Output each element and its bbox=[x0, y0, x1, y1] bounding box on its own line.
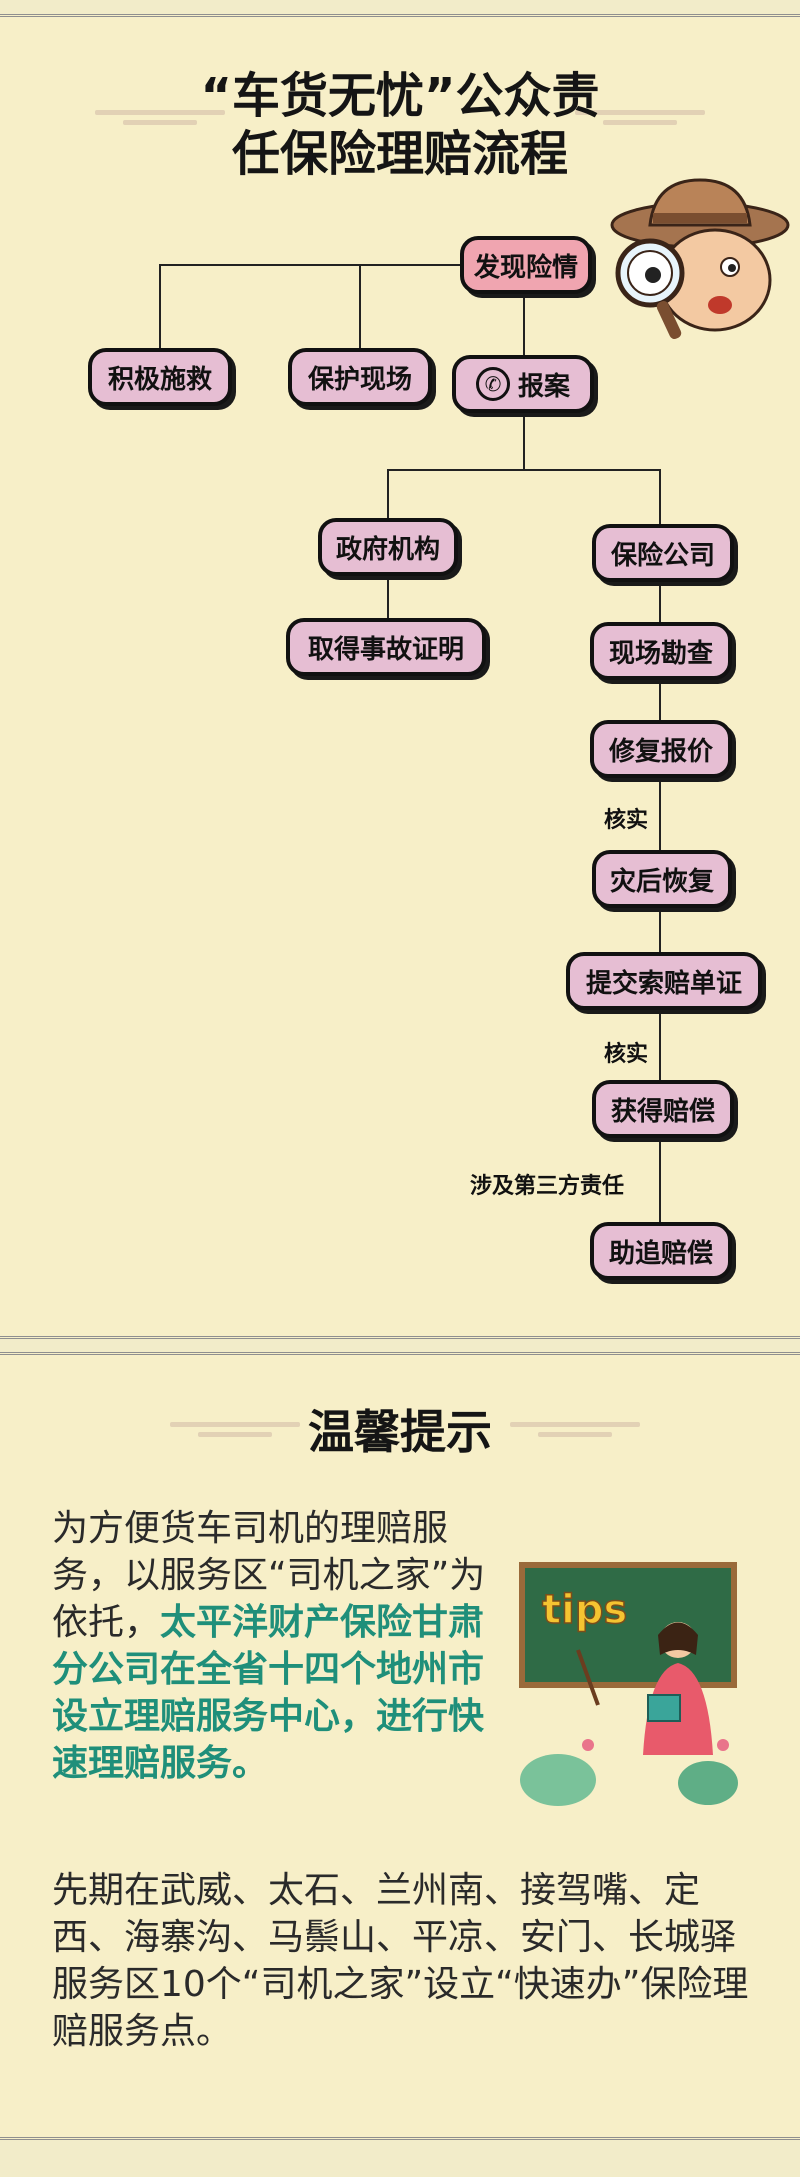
tips-decoration-right bbox=[510, 1420, 640, 1438]
flow-node-rescue: 积极施救 bbox=[88, 348, 232, 406]
title-decoration-left bbox=[95, 108, 225, 126]
flow-node-subrogation-label: 助追赔偿 bbox=[608, 1238, 713, 1269]
flow-label-third-party: 涉及第三方责任 bbox=[470, 1168, 625, 1200]
flow-node-certificate-label: 取得事故证明 bbox=[307, 634, 464, 665]
flow-title: “车货无忧”公众责 任保险理赔流程 bbox=[0, 68, 800, 183]
flow-node-certificate: 取得事故证明 bbox=[286, 618, 486, 676]
title-decoration-right bbox=[575, 108, 705, 126]
detective-illustration bbox=[610, 178, 790, 340]
flow-label-verify-2: 核实 bbox=[604, 1036, 649, 1068]
flow-node-report-label: 报案 bbox=[517, 371, 570, 402]
tips-paragraph-1-highlight: 太平洋财产保险甘肃分公司在全省十四个地州市设立理赔服务中心，进行快速理赔服务。 bbox=[52, 1602, 485, 1784]
flow-node-subrogation: 助追赔偿 bbox=[590, 1222, 732, 1280]
flow-title-line1: “车货无忧”公众责 bbox=[200, 68, 600, 124]
flow-title-line2: 任保险理赔流程 bbox=[231, 125, 568, 182]
flow-label-verify-1: 核实 bbox=[604, 802, 649, 834]
flow-node-quote-label: 修复报价 bbox=[608, 736, 713, 767]
tips-teacher-illustration: tips bbox=[519, 1562, 738, 1806]
flow-node-restore-label: 灾后恢复 bbox=[609, 866, 714, 897]
flow-node-survey-label: 现场勘查 bbox=[608, 638, 713, 669]
flow-node-insurance: 保险公司 bbox=[592, 524, 734, 582]
phone-icon: ✆ bbox=[475, 367, 510, 401]
flow-node-discover: 发现险情 bbox=[460, 236, 592, 294]
flow-node-government: 政府机构 bbox=[318, 518, 458, 576]
flow-node-insurance-label: 保险公司 bbox=[610, 540, 715, 571]
flow-node-submit: 提交索赔单证 bbox=[566, 952, 762, 1010]
tips-decoration-left bbox=[170, 1420, 300, 1438]
tips-paragraph-1: 为方便货车司机的理赔服务，以服务区“司机之家”为依托，太平洋财产保险甘肃分公司在… bbox=[52, 1505, 512, 1787]
flow-node-protect: 保护现场 bbox=[288, 348, 432, 406]
flow-node-government-label: 政府机构 bbox=[335, 534, 440, 565]
flow-node-report: ✆报案 bbox=[452, 355, 594, 413]
flow-connectors bbox=[159, 264, 661, 1222]
flow-node-compensation-label: 获得赔偿 bbox=[610, 1096, 715, 1127]
flow-node-submit-label: 提交索赔单证 bbox=[585, 968, 742, 999]
flow-node-restore: 灾后恢复 bbox=[592, 850, 732, 908]
flow-node-compensation: 获得赔偿 bbox=[592, 1080, 734, 1138]
flow-node-survey: 现场勘查 bbox=[590, 622, 732, 680]
tips-badge: tips bbox=[542, 1587, 627, 1633]
tips-paragraph-1-text: 为方便货车司机的理赔服务，以服务区“司机之家”为依托， bbox=[52, 1508, 486, 1643]
flow-node-quote: 修复报价 bbox=[590, 720, 732, 778]
flow-node-rescue-label: 积极施救 bbox=[107, 364, 212, 395]
flow-node-protect-label: 保护现场 bbox=[307, 364, 412, 395]
tips-title: 温馨提示 bbox=[308, 1405, 492, 1459]
tips-paragraph-2: 先期在武威、太石、兰州南、接驾嘴、定西、海寨沟、马鬃山、平凉、安门、长城驿服务区… bbox=[52, 1870, 749, 2052]
flow-node-discover-label: 发现险情 bbox=[473, 252, 578, 283]
